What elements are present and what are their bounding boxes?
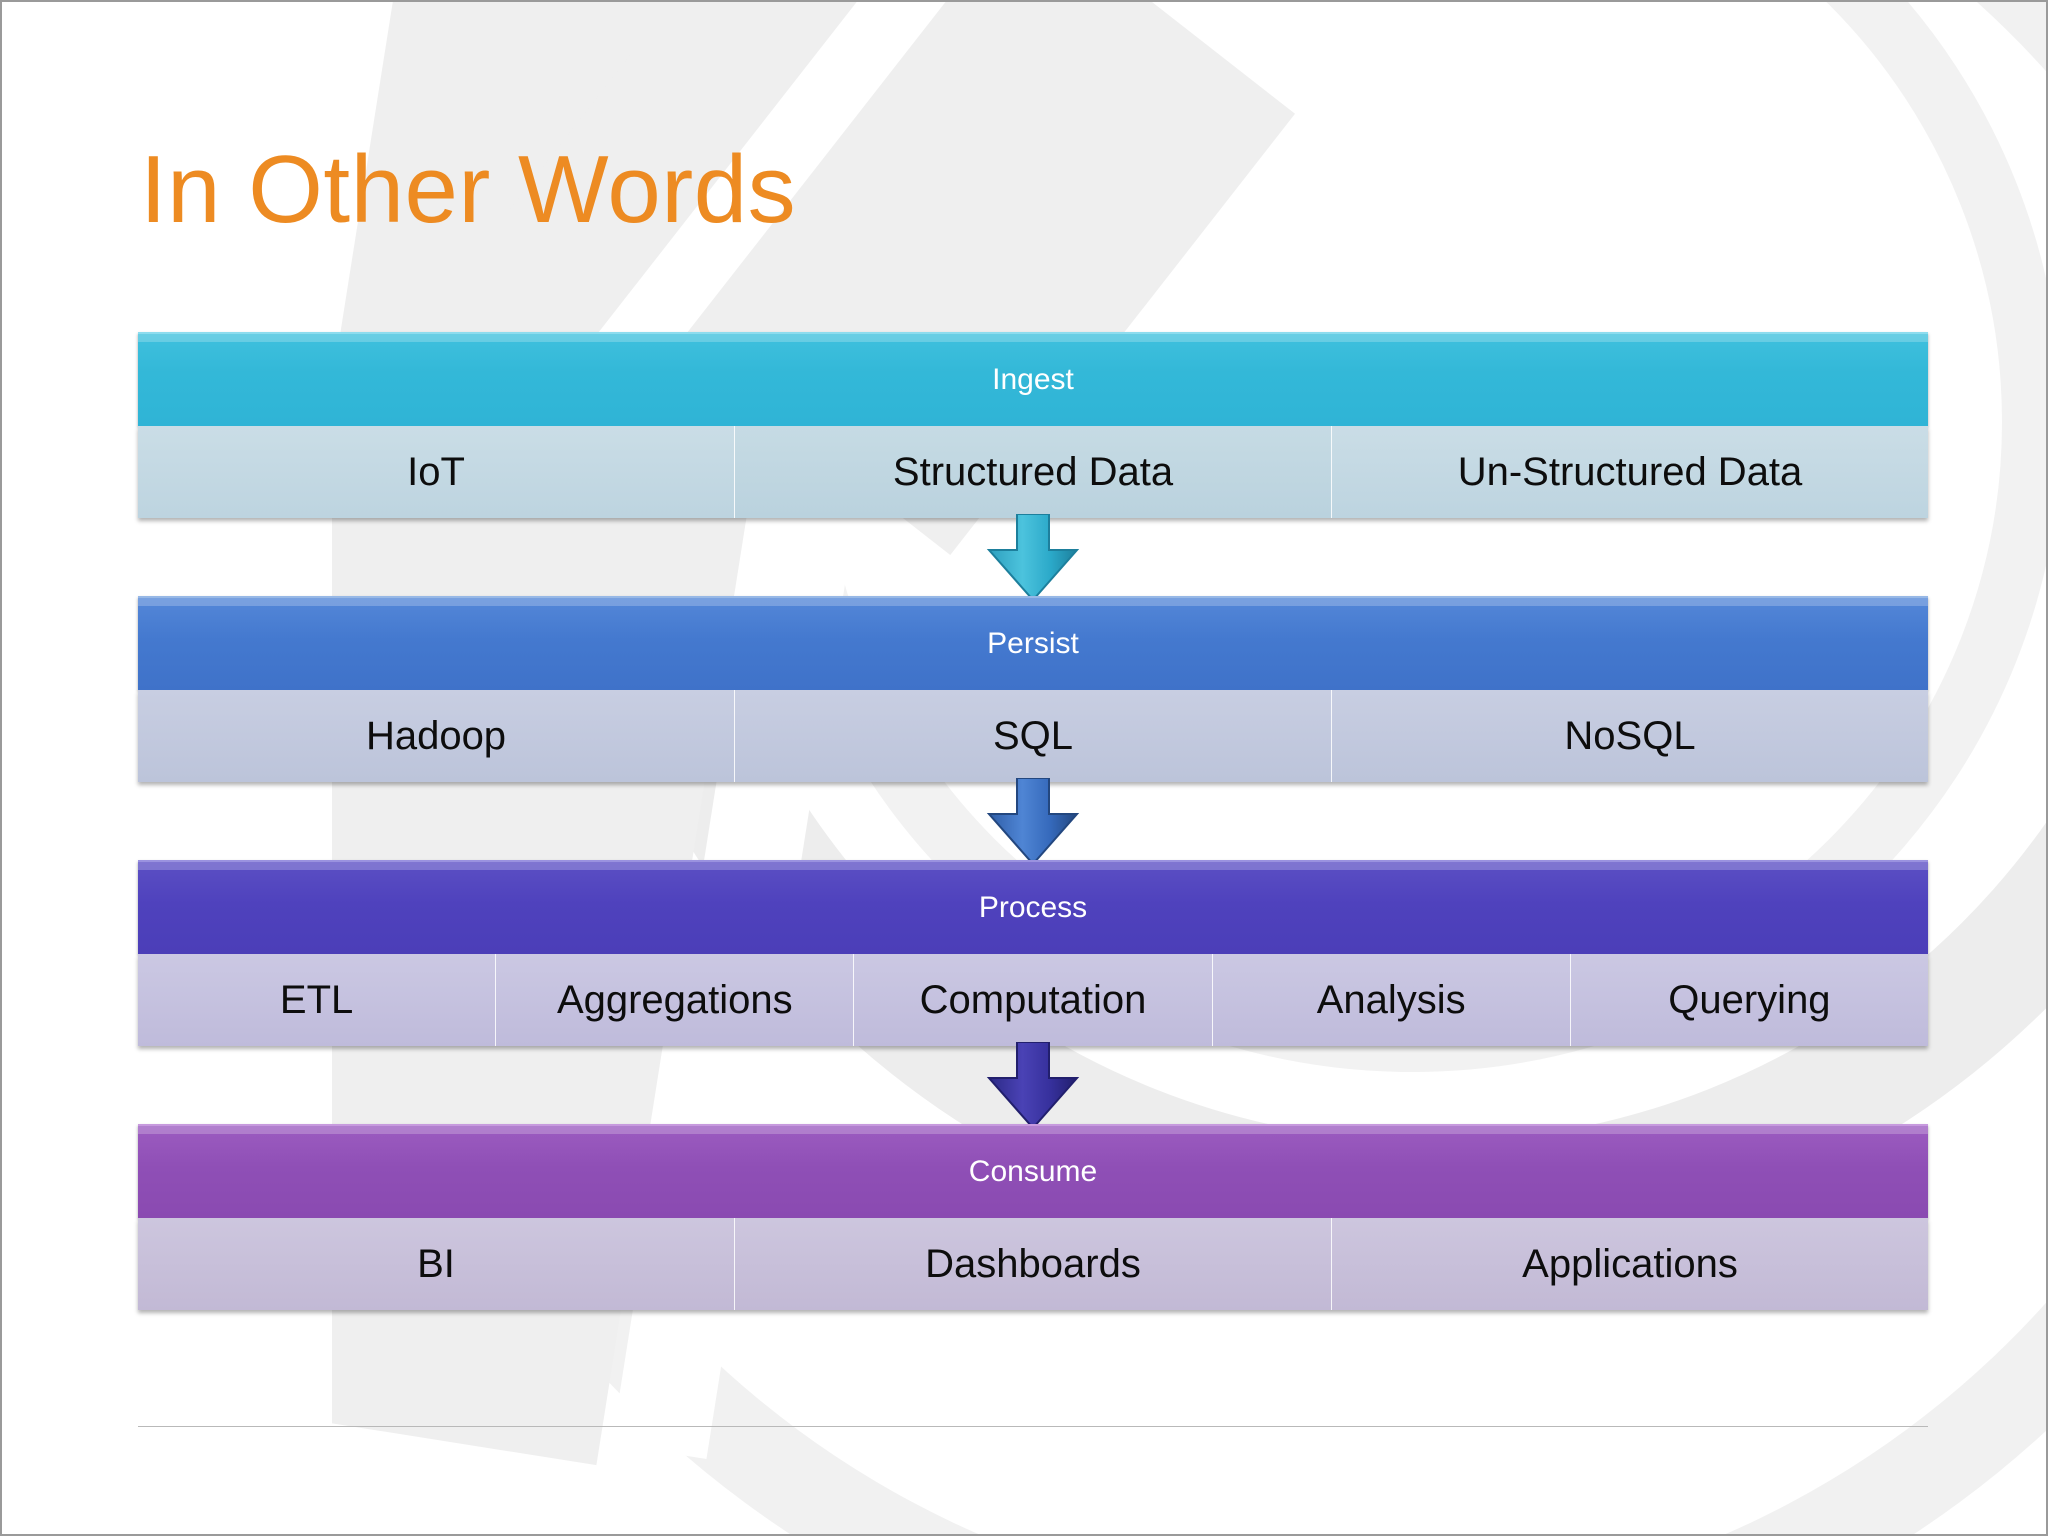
stage-banner-ingest[interactable]: Ingest [138, 332, 1928, 426]
stage-item[interactable]: Structured Data [735, 426, 1332, 518]
stage-title-persist: Persist [987, 627, 1079, 660]
stage-ingest: Ingest IoT Structured Data Un-Structured… [138, 332, 1928, 518]
stage-persist: Persist Hadoop SQL NoSQL [138, 596, 1928, 782]
stage-process: Process ETL Aggregations Computation Ana… [138, 860, 1929, 1046]
stage-item[interactable]: ETL [138, 954, 497, 1046]
stage-item[interactable]: BI [138, 1218, 735, 1310]
stage-item[interactable]: Applications [1332, 1218, 1928, 1310]
stage-title-consume: Consume [968, 1155, 1098, 1188]
stage-banner-consume[interactable]: Consume [138, 1124, 1928, 1218]
connector-gap-1 [138, 514, 1928, 600]
arrow-down-icon-process-to-consume [973, 1042, 1093, 1128]
stage-items-process: ETL Aggregations Computation Analysis Qu… [138, 954, 1929, 1046]
stage-item[interactable]: Dashboards [735, 1218, 1332, 1310]
stage-item[interactable]: NoSQL [1332, 690, 1928, 782]
stage-title-process: Process [978, 891, 1088, 924]
connector-gap-3 [138, 1042, 1928, 1128]
stage-item[interactable]: Analysis [1212, 954, 1571, 1046]
stage-banner-persist[interactable]: Persist [138, 596, 1928, 690]
pipeline-flow: Ingest IoT Structured Data Un-Structured… [138, 332, 1929, 1310]
stage-item[interactable]: Hadoop [138, 690, 735, 782]
stage-item[interactable]: Querying [1570, 954, 1929, 1046]
stage-item[interactable]: Un-Structured Data [1332, 426, 1928, 518]
page-title: In Other Words [140, 136, 797, 243]
stage-item[interactable]: Computation [854, 954, 1213, 1046]
stage-title-ingest: Ingest [992, 363, 1074, 396]
stage-item[interactable]: SQL [735, 690, 1332, 782]
connector-gap-2 [138, 778, 1928, 864]
stage-items-ingest: IoT Structured Data Un-Structured Data [138, 426, 1928, 518]
stage-consume: Consume BI Dashboards Applications [138, 1124, 1928, 1310]
arrow-down-icon-persist-to-process [973, 778, 1093, 864]
stage-item[interactable]: IoT [138, 426, 735, 518]
stage-items-persist: Hadoop SQL NoSQL [138, 690, 1928, 782]
stage-items-consume: BI Dashboards Applications [138, 1218, 1928, 1310]
arrow-down-icon-ingest-to-persist [973, 514, 1093, 600]
stage-banner-process[interactable]: Process [138, 860, 1928, 954]
footer-divider [138, 1426, 1928, 1427]
stage-item[interactable]: Aggregations [496, 954, 855, 1046]
